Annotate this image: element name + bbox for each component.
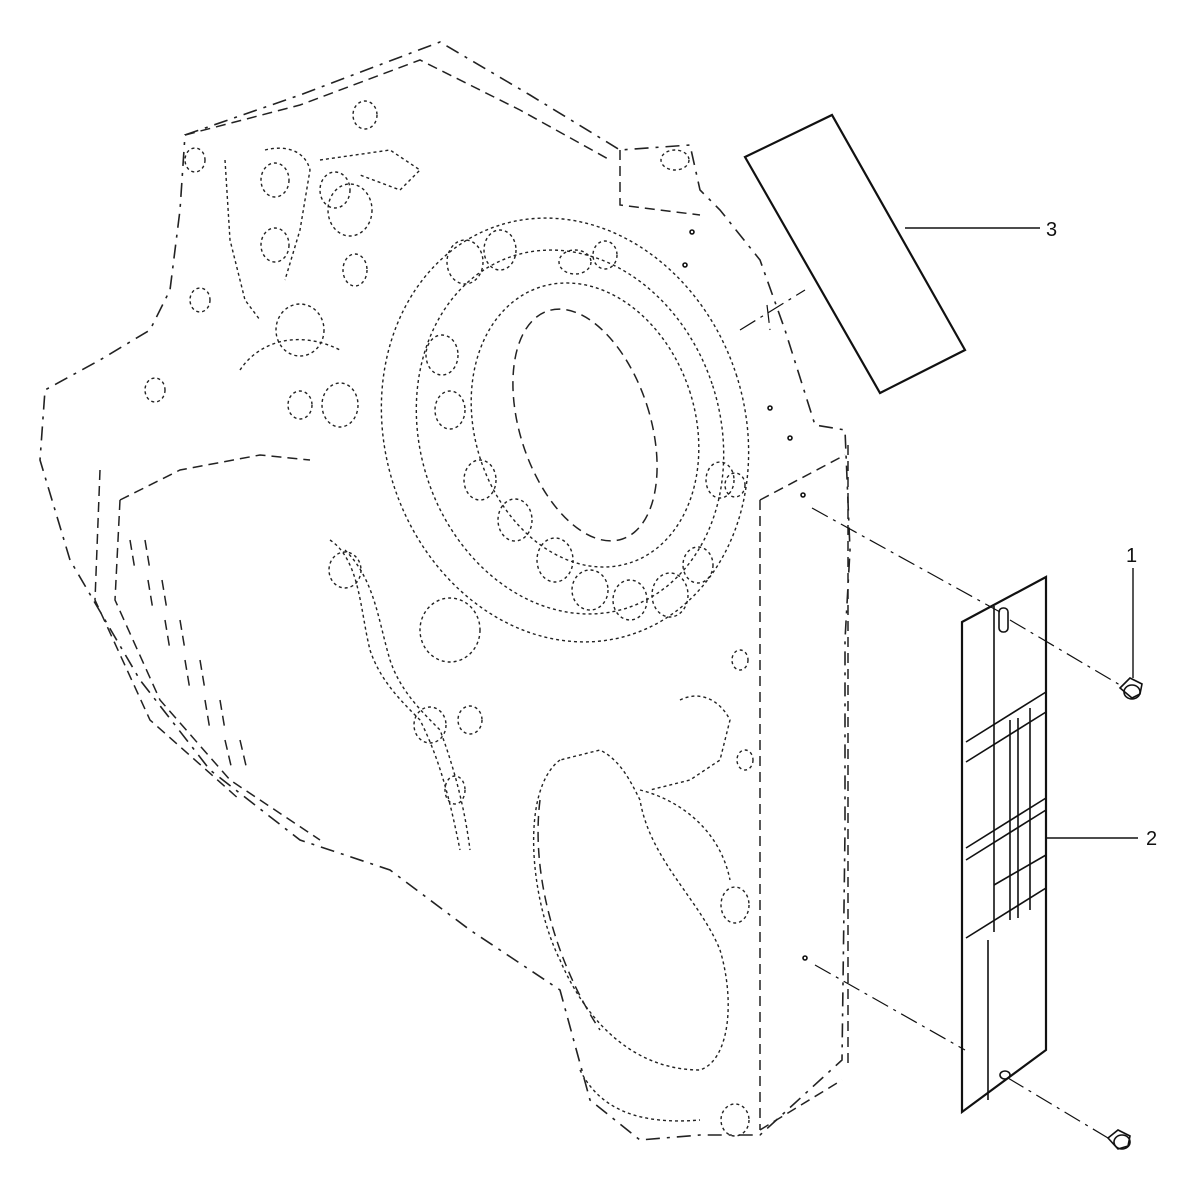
part-3-cover-plate [743,113,967,395]
housing-phantom [39,41,851,1141]
leader-lines [905,227,1138,839]
callout-2: 2 [1146,828,1157,850]
assembly-lines [811,507,1121,1139]
callout-3: 3 [1046,219,1057,241]
callout-1: 1 [1126,545,1137,567]
part-1-screw-upper [1118,677,1143,700]
part-2-nameplate [960,575,1048,1115]
part-1-screw-lower [1106,1129,1131,1150]
